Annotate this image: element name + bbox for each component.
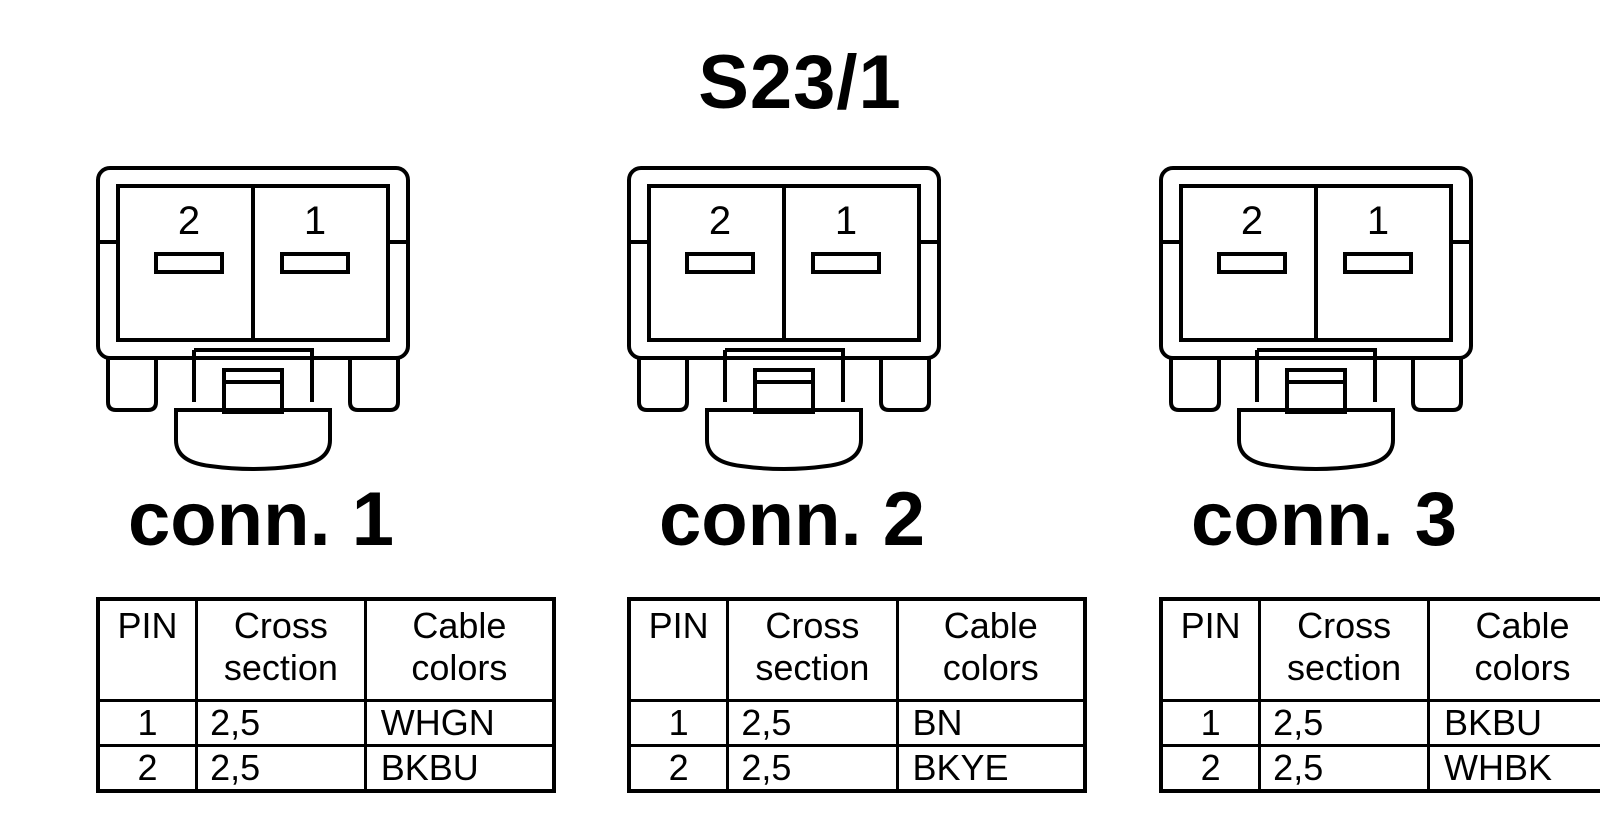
pin-table: PIN Cross section Cable colors 1 2,5 WHG… (96, 597, 556, 793)
pin-2-contact (685, 252, 755, 274)
header-pin: PIN (96, 597, 199, 702)
header-cable-colors: Cable colors (363, 597, 556, 702)
cell-pin: 1 (1159, 699, 1262, 747)
cell-cable-color: BKYE (895, 744, 1087, 793)
connector-3: 2 1 conn. 3 PIN Cross section Cable colo… (1159, 160, 1600, 800)
pin-1-contact (811, 252, 881, 274)
header-cross-line1: Cross (233, 605, 328, 646)
table-header-row: PIN Cross section Cable colors (627, 597, 1087, 702)
header-cross-line2: section (755, 647, 870, 688)
connector-3-drawing: 2 1 (1159, 166, 1473, 471)
cell-pin: 2 (1159, 744, 1262, 793)
left-foot (1169, 358, 1221, 412)
right-foot (1411, 358, 1463, 412)
cell-cable-color: WHBK (1427, 744, 1600, 793)
header-cross-section: Cross section (1258, 597, 1431, 702)
left-foot (637, 358, 689, 412)
left-foot (106, 358, 158, 412)
table-row: 1 2,5 BKBU (1159, 699, 1600, 747)
table-row: 1 2,5 BN (627, 699, 1087, 747)
pin-2-contact (154, 252, 224, 274)
cell-cable-color: BKBU (1427, 699, 1600, 747)
header-pin: PIN (627, 597, 730, 702)
header-color-line2: colors (1474, 647, 1571, 688)
table-row: 2 2,5 BKYE (627, 744, 1087, 793)
latch-lever (705, 408, 863, 471)
header-color-line1: Cable (1475, 605, 1570, 646)
connector-housing (96, 166, 410, 360)
right-foot (348, 358, 400, 412)
header-color-line1: Cable (943, 605, 1038, 646)
connector-1: 2 1 conn. 1 PIN Cross section Cable colo… (96, 160, 556, 800)
cell-cross-section: 2,5 (1258, 744, 1431, 793)
header-cable-colors: Cable colors (895, 597, 1087, 702)
cell-cable-color: BKBU (363, 744, 556, 793)
cell-cross-section: 2,5 (195, 699, 367, 747)
cell-pin: 1 (96, 699, 199, 747)
connector-2: 2 1 conn. 2 PIN Cross section Cable colo… (627, 160, 1087, 800)
latch-window (753, 368, 815, 414)
header-cross-section: Cross section (195, 597, 367, 702)
table-header-row: PIN Cross section Cable colors (1159, 597, 1600, 702)
pin-2-contact (1217, 252, 1287, 274)
header-cross-line2: section (1287, 647, 1402, 688)
header-color-line1: Cable (412, 605, 507, 646)
header-cross-line1: Cross (765, 605, 860, 646)
connector-housing (627, 166, 941, 360)
pin-table: PIN Cross section Cable colors 1 2,5 BKB… (1159, 597, 1600, 793)
header-cross-section: Cross section (726, 597, 899, 702)
table-header-row: PIN Cross section Cable colors (96, 597, 556, 702)
pin-1-number: 1 (304, 199, 326, 243)
table-row: 2 2,5 WHBK (1159, 744, 1600, 793)
pin-table: PIN Cross section Cable colors 1 2,5 BN … (627, 597, 1087, 793)
table-row: 1 2,5 WHGN (96, 699, 556, 747)
header-cable-colors: Cable colors (1427, 597, 1600, 702)
right-foot (879, 358, 931, 412)
cell-cable-color: BN (895, 699, 1087, 747)
latch-tab (725, 348, 845, 402)
latch-window (1285, 368, 1347, 414)
header-color-line2: colors (411, 647, 508, 688)
latch-tab (194, 348, 314, 402)
connector-1-drawing: 2 1 (96, 166, 410, 471)
pin-1-contact (280, 252, 350, 274)
connector-label: conn. 1 (127, 477, 395, 562)
header-cross-line2: section (223, 647, 338, 688)
cell-pin: 2 (627, 744, 730, 793)
latch-lever (1237, 408, 1395, 471)
header-pin: PIN (1159, 597, 1262, 702)
diagram-title: S23/1 (698, 40, 902, 125)
pin-1-contact (1343, 252, 1413, 274)
cell-cross-section: 2,5 (195, 744, 367, 793)
pin-2-number: 2 (1241, 199, 1263, 243)
pin-2-number: 2 (178, 199, 200, 243)
connector-2-drawing: 2 1 (627, 166, 941, 471)
cell-cross-section: 2,5 (726, 744, 899, 793)
cell-pin: 2 (96, 744, 199, 793)
pin-2-number: 2 (709, 199, 731, 243)
connector-label: conn. 2 (658, 477, 926, 562)
cell-cable-color: WHGN (363, 699, 556, 747)
pin-1-number: 1 (1367, 199, 1389, 243)
cell-cross-section: 2,5 (1258, 699, 1431, 747)
cell-pin: 1 (627, 699, 730, 747)
table-row: 2 2,5 BKBU (96, 744, 556, 793)
connector-label: conn. 3 (1190, 477, 1458, 562)
latch-tab (1257, 348, 1377, 402)
latch-window (222, 368, 284, 414)
latch-lever (174, 408, 332, 471)
pin-1-number: 1 (835, 199, 857, 243)
cell-cross-section: 2,5 (726, 699, 899, 747)
connector-housing (1159, 166, 1473, 360)
header-cross-line1: Cross (1297, 605, 1392, 646)
header-color-line2: colors (942, 647, 1039, 688)
